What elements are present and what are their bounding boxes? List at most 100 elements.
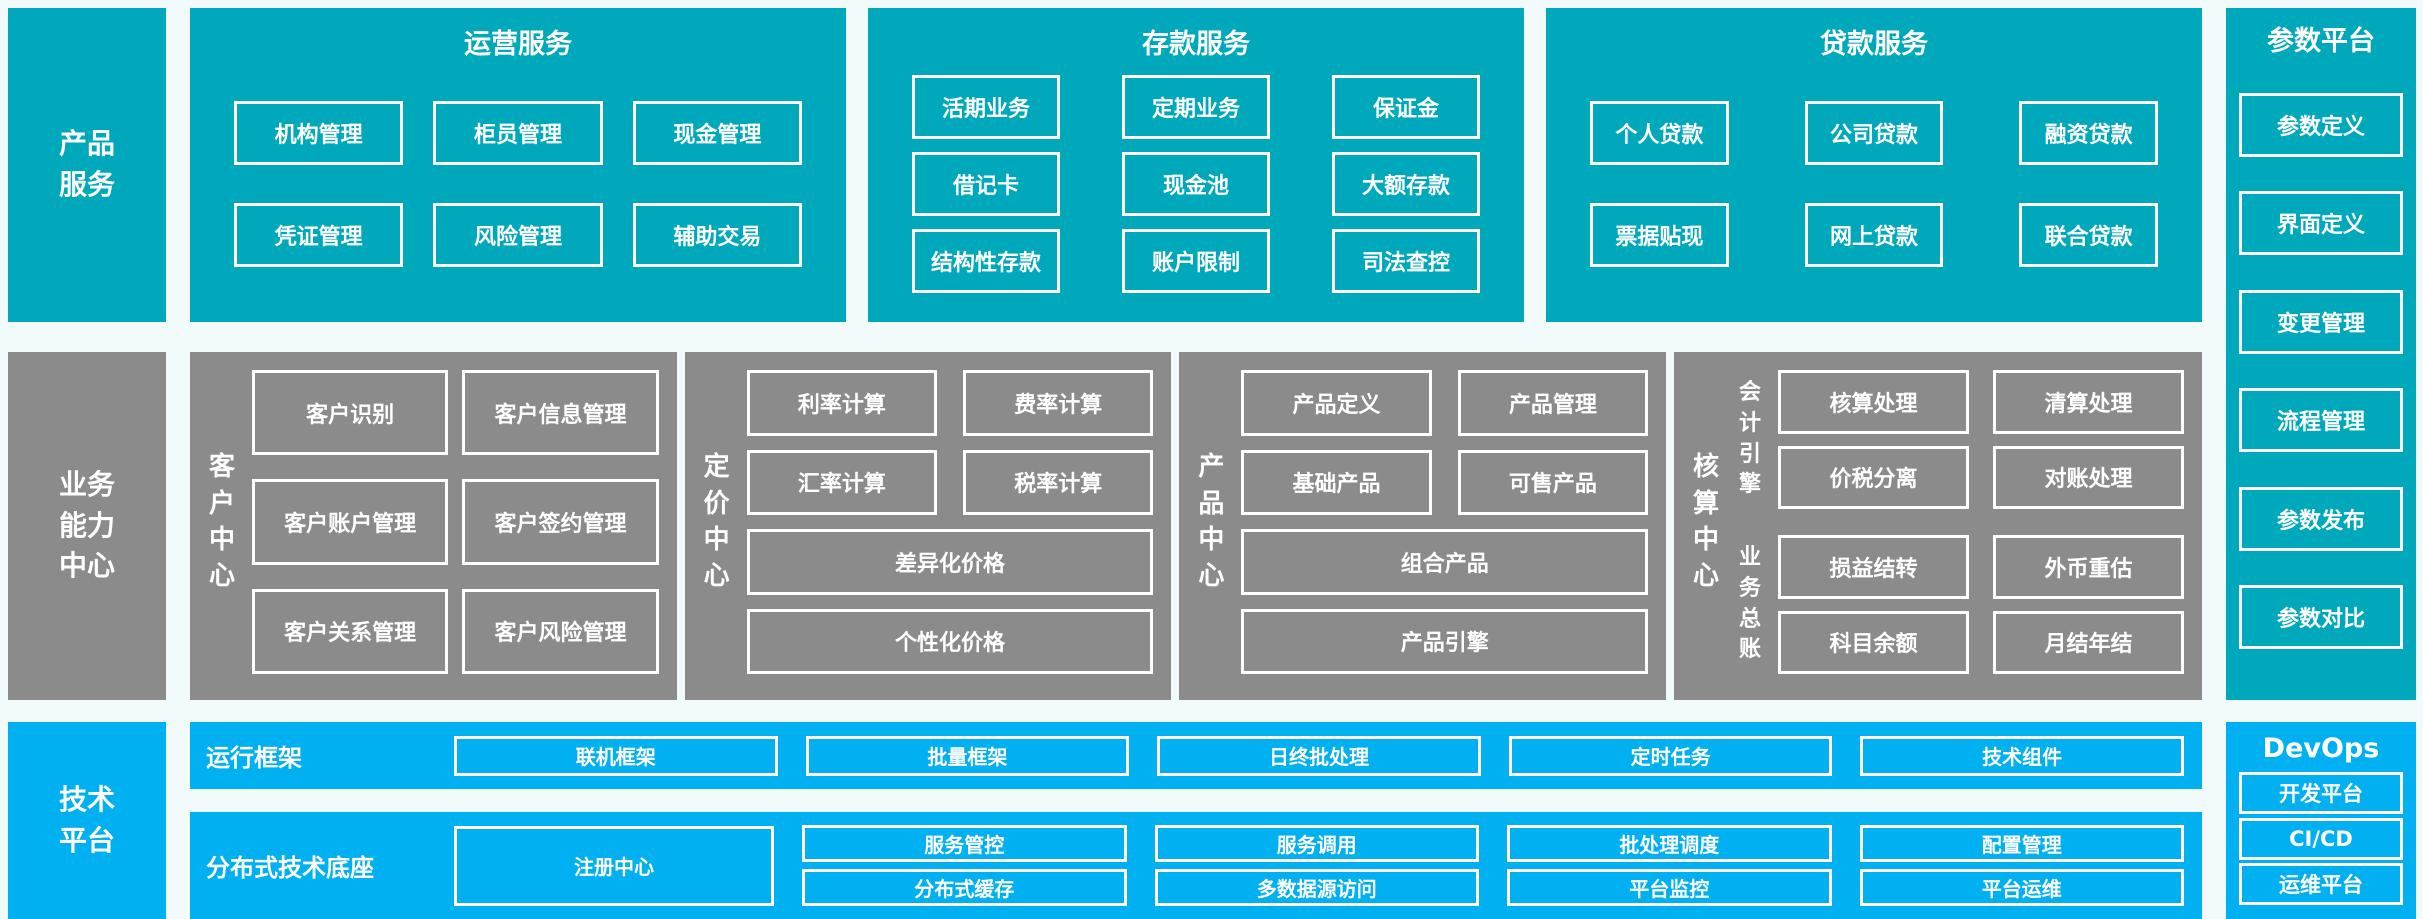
bar-title: 分布式技术底座 (206, 854, 374, 882)
registry-center-box: 注册中心 (454, 825, 774, 906)
module-box: 定时任务 (1508, 735, 1833, 776)
module-box: 核算处理 (1778, 370, 1970, 434)
section-parameter-platform: 参数平台 参数定义 界面定义 变更管理 流程管理 参数发布 参数对比 (2226, 8, 2416, 700)
module-box: 现金管理 (632, 100, 802, 165)
module-box: 客户关系管理 (252, 588, 449, 674)
center-label-text: 客户中心 (208, 452, 235, 592)
bar-boxes: 服务管控 分布式缓存 服务调用 多数据源访问 批处理调度 平台监控 配置管理 平… (802, 825, 2192, 906)
section-devops: DevOps 开发平台 CI/CD 运维平台 (2226, 722, 2416, 919)
section-boxes: 参数定义 界面定义 变更管理 流程管理 参数发布 参数对比 (2235, 58, 2407, 684)
module-box: 票据贴现 (1590, 203, 1729, 268)
section-title: 贷款服务 (1820, 28, 1928, 60)
module-box: 利率计算 (746, 370, 938, 436)
module-box: 现金池 (1122, 152, 1270, 216)
section-operation-services: 运营服务 机构管理 柜员管理 现金管理 凭证管理 风险管理 辅助交易 (190, 8, 846, 322)
module-box: 风险管理 (433, 203, 603, 268)
module-box: 活期业务 (912, 75, 1060, 139)
center-vertical-label: 产品中心 (1189, 370, 1233, 674)
box-row: 借记卡 现金池 大额存款 (912, 152, 1480, 216)
module-box: 可售产品 (1457, 449, 1649, 515)
section-product-center: 产品中心 产品定义 产品管理 基础产品 可售产品 组合产品 产品引擎 (1179, 352, 1667, 700)
module-box: 费率计算 (963, 370, 1154, 436)
box-column: 批处理调度 平台监控 (1507, 825, 1832, 906)
module-box: 客户风险管理 (462, 588, 659, 674)
module-box: 科目余额 (1778, 610, 1970, 674)
business-capability-row: 客户中心 客户识别 客户信息管理 客户账户管理 客户签约管理 客户关系管理 客户… (190, 352, 2203, 700)
box-column: 服务调用 多数据源访问 (1154, 825, 1479, 906)
box-row: 凭证管理 风险管理 辅助交易 (234, 203, 802, 268)
module-box: 机构管理 (234, 100, 404, 165)
module-box: 司法查控 (1332, 229, 1480, 293)
bar-boxes: 联机框架 批量框架 日终批处理 定时任务 技术组件 (454, 735, 2192, 776)
group-boxes: 损益结转 外币重估 科目余额 月结年结 (1778, 535, 2185, 674)
box-row: 活期业务 定期业务 保证金 (912, 75, 1480, 139)
bar-title: 运行框架 (206, 744, 302, 772)
section-boxes: 客户识别 客户信息管理 客户账户管理 客户签约管理 客户关系管理 客户风险管理 (252, 370, 659, 674)
group-business-ledger: 业务总账 损益结转 外币重估 科目余额 月结年结 (1732, 535, 2185, 674)
module-box: 产品定义 (1241, 370, 1432, 436)
module-box: 日终批处理 (1157, 735, 1481, 776)
center-vertical-label: 定价中心 (695, 370, 739, 674)
group-vertical-label: 会计引擎 (1732, 370, 1768, 509)
box-row: 结构性存款 账户限制 司法查控 (912, 229, 1480, 293)
module-box: 技术组件 (1860, 735, 2184, 776)
accounting-groups: 会计引擎 核算处理 清算处理 价税分离 对账处理 业务总账 损益结转 (1732, 370, 2185, 674)
module-box: 融资贷款 (2019, 100, 2159, 165)
module-box: 公司贷款 (1804, 100, 1944, 165)
section-boxes: 个人贷款 公司贷款 融资贷款 票据贴现 网上贷款 联合贷款 (1590, 62, 2159, 306)
box-column: 配置管理 平台运维 (1859, 825, 2184, 906)
module-box: 流程管理 (2239, 388, 2403, 453)
module-box: 基础产品 (1241, 449, 1432, 515)
module-box: 个人贷款 (1590, 100, 1729, 165)
section-deposit-services: 存款服务 活期业务 定期业务 保证金 借记卡 现金池 大额存款 结构性存款 账户… (868, 8, 1524, 322)
section-title: 运营服务 (464, 28, 572, 60)
module-box: 联合贷款 (2019, 203, 2159, 268)
module-box: 定期业务 (1122, 75, 1270, 139)
module-box: 联机框架 (454, 735, 778, 776)
module-box: 产品管理 (1457, 370, 1649, 436)
section-boxes: 开发平台 CI/CD 运维平台 (2235, 768, 2407, 909)
module-box: 分布式缓存 (802, 869, 1127, 906)
module-box: CI/CD (2239, 817, 2403, 860)
module-box: 平台运维 (1859, 869, 2184, 906)
module-box: 借记卡 (912, 152, 1060, 216)
module-box: 开发平台 (2239, 771, 2403, 814)
row-label-product-services: 产品服务 (8, 8, 166, 322)
module-box: 变更管理 (2239, 289, 2403, 354)
group-vertical-label: 业务总账 (1732, 535, 1768, 674)
module-box: 服务管控 (802, 825, 1127, 862)
module-box: 客户识别 (252, 370, 449, 456)
section-title: DevOps (2262, 732, 2380, 764)
section-pricing-center: 定价中心 利率计算 费率计算 汇率计算 税率计算 差异化价格 个性化价格 (684, 352, 1172, 700)
module-box: 客户信息管理 (462, 370, 659, 456)
group-boxes: 核算处理 清算处理 价税分离 对账处理 (1778, 370, 2185, 509)
module-box: 客户签约管理 (462, 479, 659, 565)
section-loan-services: 贷款服务 个人贷款 公司贷款 融资贷款 票据贴现 网上贷款 联合贷款 (1546, 8, 2202, 322)
module-box: 账户限制 (1122, 229, 1270, 293)
module-box: 平台监控 (1507, 869, 1832, 906)
group-accounting-engine: 会计引擎 核算处理 清算处理 价税分离 对账处理 (1732, 370, 2185, 509)
module-box: 网上贷款 (1804, 203, 1944, 268)
module-box: 对账处理 (1993, 445, 2185, 509)
module-box: 界面定义 (2239, 191, 2403, 256)
module-box: 凭证管理 (234, 203, 404, 268)
module-box: 配置管理 (1859, 825, 2184, 862)
distributed-tech-base-bar: 分布式技术底座 注册中心 服务管控 分布式缓存 服务调用 多数据源访问 批处理调… (190, 812, 2202, 919)
module-box: 辅助交易 (632, 203, 802, 268)
module-box: 外币重估 (1993, 535, 2185, 599)
module-box: 客户账户管理 (252, 479, 449, 565)
module-box-wide: 组合产品 (1241, 529, 1649, 595)
module-box: 参数定义 (2239, 92, 2403, 157)
module-box: 运维平台 (2239, 863, 2403, 906)
box-row: 机构管理 柜员管理 现金管理 (234, 100, 802, 165)
box-row: 个人贷款 公司贷款 融资贷款 (1590, 100, 2159, 165)
center-vertical-label: 核算中心 (1684, 370, 1728, 674)
row-label-text: 技术平台 (58, 782, 115, 857)
module-box-wide: 个性化价格 (746, 608, 1154, 674)
module-box-wide: 产品引擎 (1241, 608, 1649, 674)
module-box: 结构性存款 (912, 229, 1060, 293)
section-boxes: 活期业务 定期业务 保证金 借记卡 现金池 大额存款 结构性存款 账户限制 司法… (912, 62, 1480, 306)
module-box: 税率计算 (963, 449, 1154, 515)
section-boxes: 利率计算 费率计算 汇率计算 税率计算 差异化价格 个性化价格 (746, 370, 1154, 674)
